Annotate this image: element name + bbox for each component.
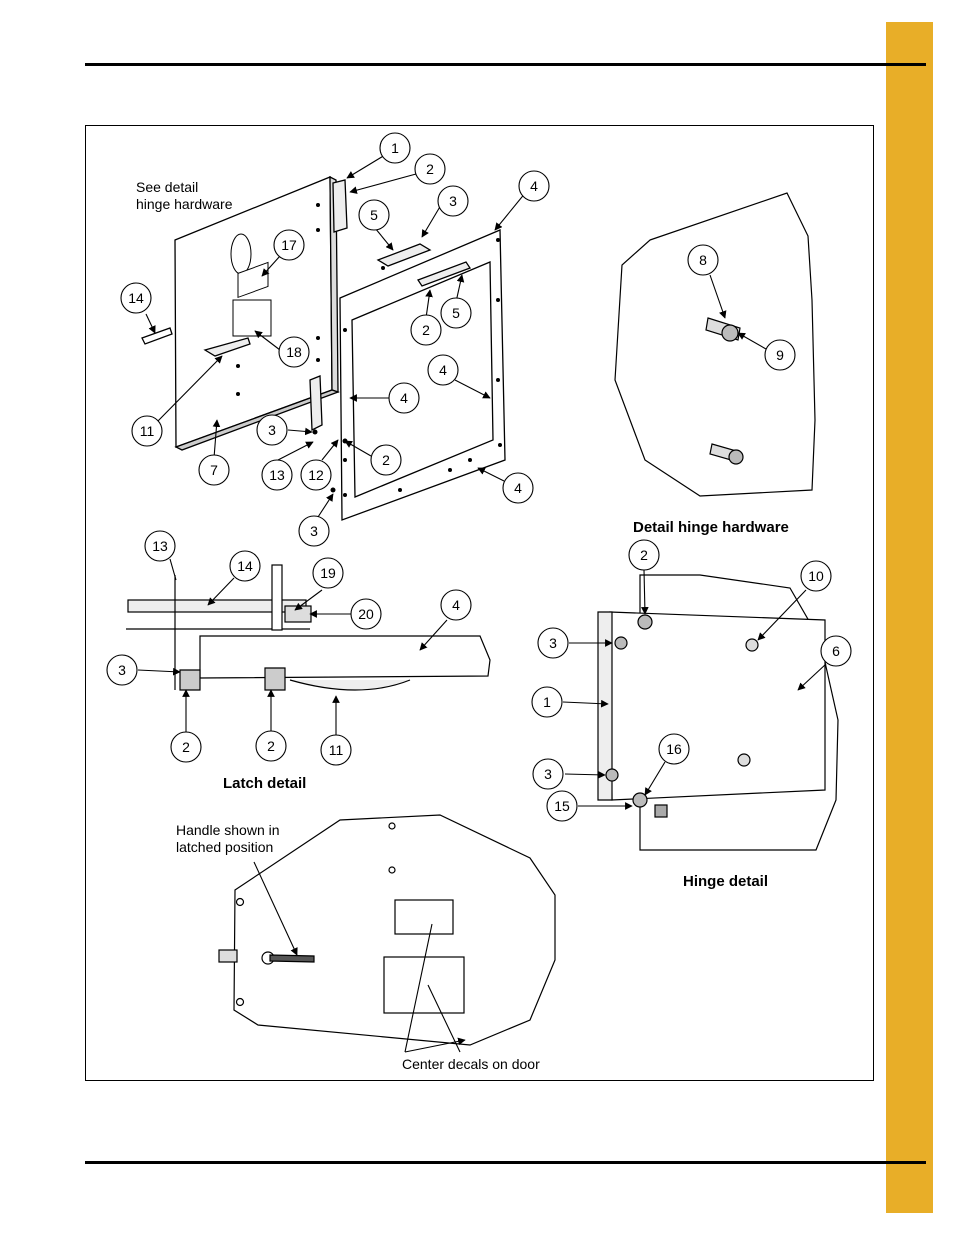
handle-line2: latched position xyxy=(176,839,274,855)
callout-3: 3 xyxy=(544,766,552,782)
see-detail-note: See detail hinge hardware xyxy=(136,179,233,213)
callout-1: 1 xyxy=(391,140,399,156)
hinge-detail-heading: Hinge detail xyxy=(683,873,769,890)
callout-18: 18 xyxy=(286,344,302,360)
handle-note: Handle shown in latched position xyxy=(176,822,280,856)
callout-4: 4 xyxy=(439,362,447,378)
callout-4: 4 xyxy=(530,178,538,194)
callout-3: 3 xyxy=(310,523,318,539)
callout-5: 5 xyxy=(452,305,460,321)
callout-2: 2 xyxy=(422,322,430,338)
hinge-hardware-detail xyxy=(614,192,816,497)
callout-1: 1 xyxy=(543,694,551,710)
handle-line1: Handle shown in xyxy=(176,822,280,838)
callout-17: 17 xyxy=(281,237,297,253)
callout-4: 4 xyxy=(514,480,522,496)
top-rule xyxy=(85,63,926,66)
callout-4: 4 xyxy=(452,597,460,613)
callout-circles xyxy=(106,132,852,822)
callout-2: 2 xyxy=(267,738,275,754)
callout-14: 14 xyxy=(237,558,253,574)
callout-2: 2 xyxy=(640,547,648,563)
callout-20: 20 xyxy=(358,606,374,622)
callout-16: 16 xyxy=(666,741,682,757)
callout-11: 11 xyxy=(329,742,344,758)
callout-7: 7 xyxy=(210,462,218,478)
callout-2: 2 xyxy=(426,161,434,177)
callout-2: 2 xyxy=(182,739,190,755)
callout-3: 3 xyxy=(268,422,276,438)
see-detail-line2: hinge hardware xyxy=(136,196,233,212)
callout-2: 2 xyxy=(382,452,390,468)
center-decals-note: Center decals on door xyxy=(402,1056,540,1072)
callout-3: 3 xyxy=(549,635,557,651)
callout-1-circle xyxy=(379,132,411,164)
callout-11: 11 xyxy=(140,423,155,439)
callout-12: 12 xyxy=(308,467,324,483)
bottom-rule xyxy=(85,1161,926,1164)
callout-19: 19 xyxy=(320,565,336,581)
callout-14: 14 xyxy=(128,290,144,306)
callout-15: 15 xyxy=(554,798,570,814)
callout-10: 10 xyxy=(808,568,824,584)
latch-detail-heading: Latch detail xyxy=(223,775,307,792)
callout-9: 9 xyxy=(776,347,784,363)
latch-detail-drawing xyxy=(126,564,491,691)
door-outside-view xyxy=(218,814,556,1046)
side-tab xyxy=(886,22,933,1213)
callout-13: 13 xyxy=(269,467,285,483)
hinge-detail-drawing xyxy=(597,574,839,851)
callout-8: 8 xyxy=(699,252,707,268)
detail-hinge-hardware-heading: Detail hinge hardware xyxy=(633,519,789,536)
callout-13: 13 xyxy=(152,538,168,554)
callout-6: 6 xyxy=(832,643,840,659)
callout-numbers: 1 2 4 3 5 17 14 2 5 18 11 4 4 3 2 7 13 1… xyxy=(118,140,840,814)
callout-4: 4 xyxy=(400,390,408,406)
callout-3: 3 xyxy=(449,193,457,209)
see-detail-line1: See detail xyxy=(136,179,199,195)
figure-frame xyxy=(85,125,874,1081)
callout-3: 3 xyxy=(118,662,126,678)
callout-5: 5 xyxy=(370,207,378,223)
